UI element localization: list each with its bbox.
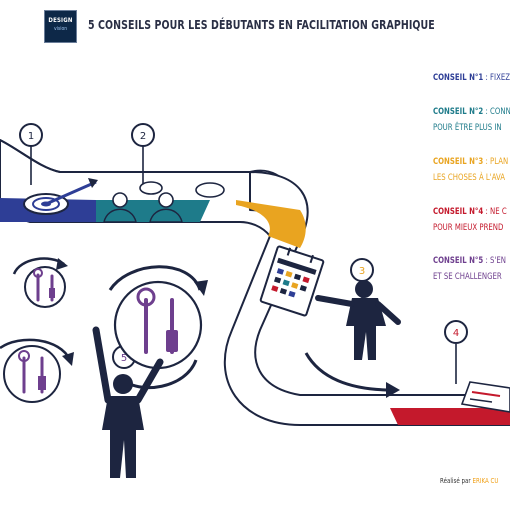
tip-2-line2: POUR ÊTRE PLUS IN [433,123,502,133]
person-5-figure [92,326,164,478]
logo-text-line2: vision [53,26,68,32]
tools-cycle-small-icon [12,257,68,308]
road-segment-orange [236,200,306,248]
people-chat-icon [103,181,225,223]
design-vision-logo: DESIGN vision [44,10,77,43]
tip-4: CONSEIL N°4 : NE C POUR MIEUX PREND [433,204,507,236]
tip-3: CONSEIL N°3 : PLAN LES CHOSES À L'AVA [433,154,508,186]
tip-4-label: CONSEIL N°4 [433,207,484,217]
person-3-figure [315,280,401,360]
marker-1: 1 [19,123,43,185]
marker-5-label: 5 [121,353,127,364]
tip-1: CONSEIL N°1 : FIXEZ [433,70,510,86]
marker-2: 2 [131,123,155,186]
tip-3-text: : PLAN [483,157,509,167]
tip-2-label: CONSEIL N°2 [433,107,484,117]
document-icon [460,381,510,413]
tip-4-text: : NE C [483,207,507,217]
tip-2: CONSEIL N°2 : CONN POUR ÊTRE PLUS IN [433,104,510,136]
tip-1-label: CONSEIL N°1 [433,73,484,83]
page-title: 5 CONSEILS POUR LES DÉBUTANTS EN FACILIT… [88,17,435,32]
tip-5: CONSEIL N°5 : S'EN ET SE CHALLENGER [433,253,506,285]
tip-3-label: CONSEIL N°3 [433,157,484,167]
tip-2-text: : CONN [483,107,510,117]
target-icon [23,178,98,215]
credit-line: Réalisé par ERIKA CU [440,477,498,485]
logo-text-line1: DESIGN [48,17,73,24]
tools-cycle-large-icon [108,265,208,390]
calendar-icon [259,245,325,317]
road-segment-red [390,408,510,425]
tip-1-text: : FIXEZ [483,73,510,83]
credit-prefix: Réalisé par [440,477,473,485]
marker-1-label: 1 [28,131,34,142]
tip-3-line2: LES CHOSES À L'AVA [433,173,506,183]
marker-4-label: 4 [453,328,459,339]
road-top-edge [0,139,61,173]
tools-cycle-left-icon [0,338,74,403]
curve-arrow-head [386,382,400,398]
marker-2-label: 2 [140,131,146,142]
curve-arrow [304,352,393,392]
marker-4: 4 [444,320,468,384]
tip-4-line2: POUR MIEUX PREND [433,223,504,233]
tip-5-text: : S'EN [483,256,506,266]
credit-name: ERIKA CU [472,477,499,485]
marker-3-label: 3 [359,266,365,277]
tip-5-label: CONSEIL N°5 [433,256,484,266]
tip-5-line2: ET SE CHALLENGER [433,272,502,282]
